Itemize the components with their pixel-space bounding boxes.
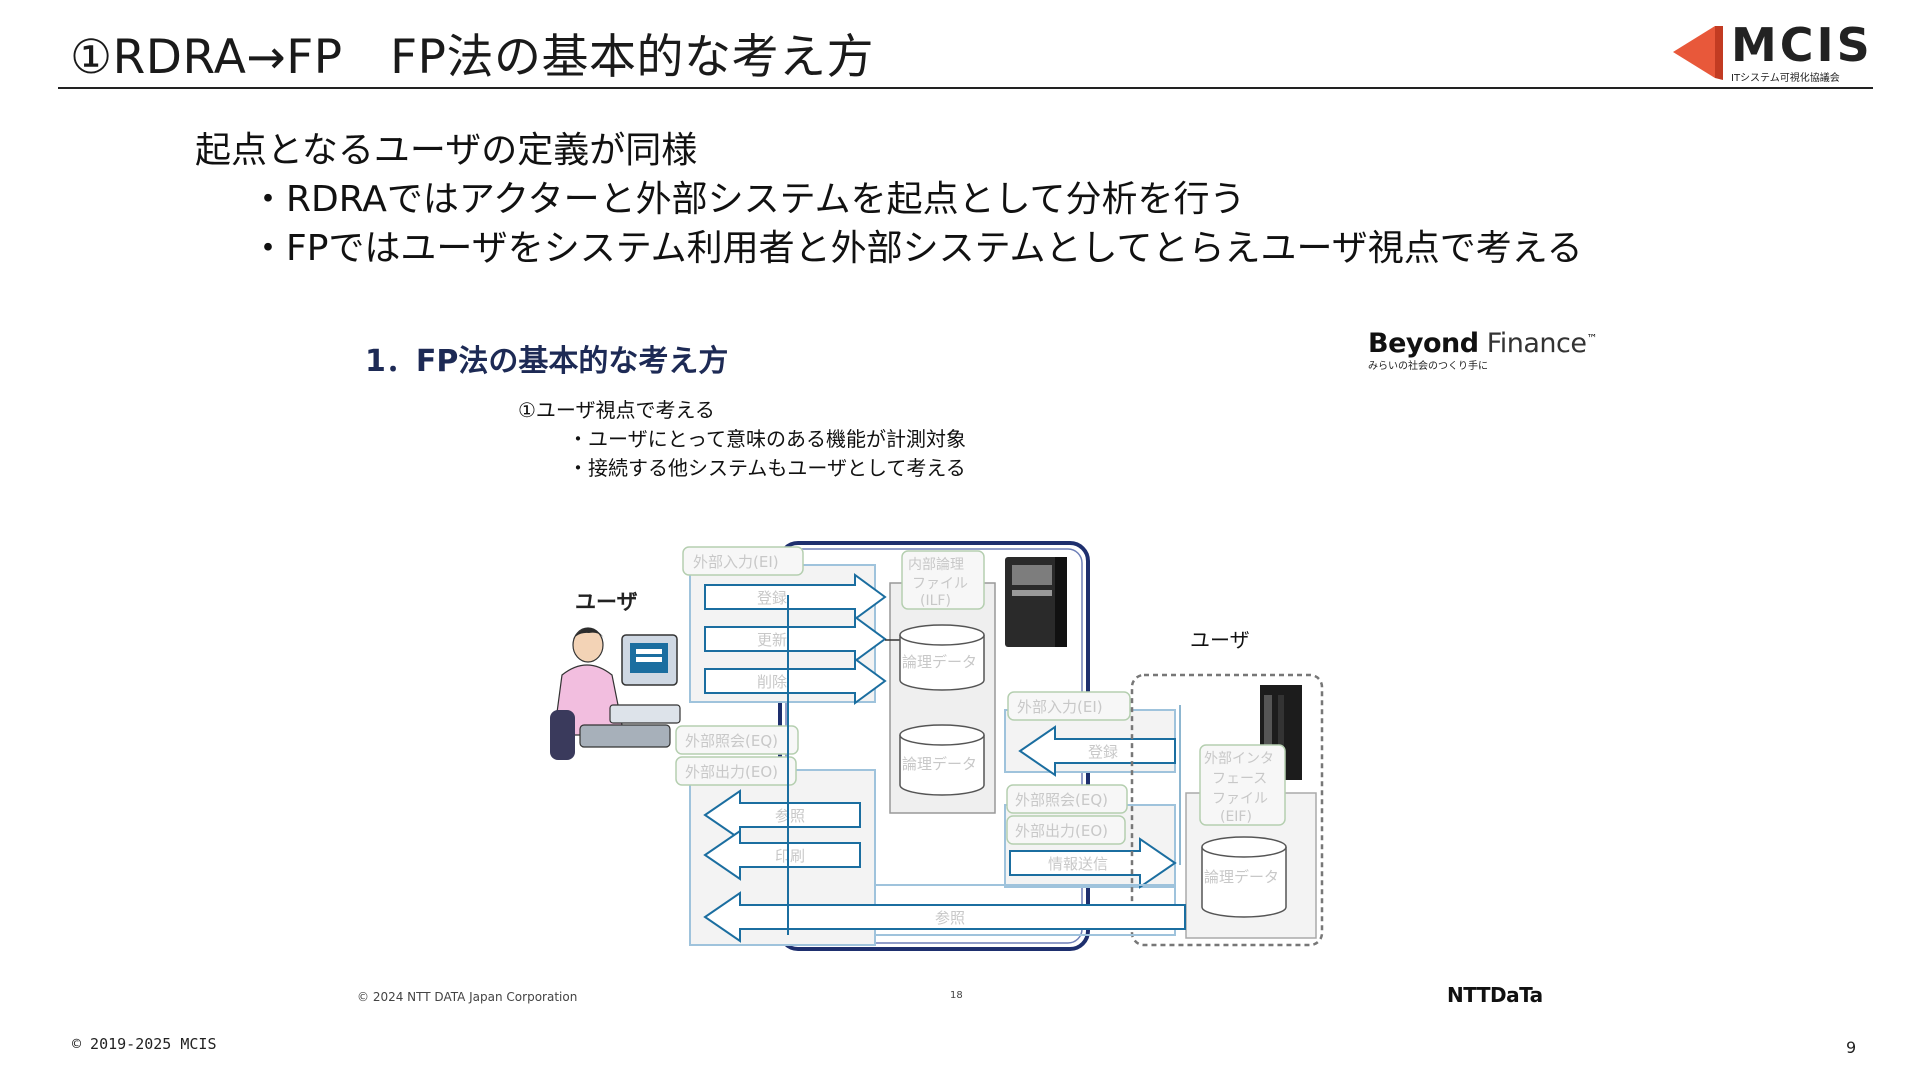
ei-arrow-register: 登録 — [704, 573, 887, 621]
external-system-boundary — [1130, 673, 1324, 947]
eq-arrow-label: 参照 — [775, 807, 805, 825]
eo-right-label: 外部出力(EO) — [1015, 822, 1108, 840]
database-1: 論理データ — [899, 624, 985, 691]
eif-label: 外部インタ — [1204, 751, 1274, 767]
eif-label: ファイル — [1212, 791, 1268, 807]
mcis-logo-mark-icon — [1673, 26, 1723, 80]
ei-right-label: 外部入力(EI) — [1017, 698, 1103, 716]
eo-arrow-label: 印刷 — [775, 847, 805, 865]
page-number: 9 — [1846, 1038, 1857, 1057]
ilf-label: (ILF) — [920, 593, 951, 609]
eo-right-arrow-label: 情報送信 — [1048, 855, 1108, 873]
eif-label-box — [1199, 744, 1286, 826]
embedded-slide-title: 1．FP法の基本的な考え方 — [365, 344, 729, 379]
ntt-data-logo: NTTDaTa — [1447, 983, 1543, 1007]
bullet-item: ・FPではユーザをシステム利用者と外部システムとしてとらえユーザ視点で考える — [250, 228, 1583, 269]
eo-right-label-box — [1006, 815, 1126, 845]
main-bullets: 起点となるユーザの定義が同様 ・RDRAではアクターと外部システムを起点として分… — [195, 126, 1583, 273]
ei-arrow-label: 登録 — [757, 589, 787, 607]
eif-label: (EIF) — [1220, 809, 1252, 825]
ei-arrow-label: 更新 — [757, 631, 787, 649]
server-tower-icon — [1005, 557, 1067, 647]
copyright: © 2019-2025 MCIS — [72, 1035, 217, 1053]
user-right-label: ユーザ — [1190, 628, 1250, 652]
db-label: 論理データ — [902, 653, 977, 671]
eif-label: フェース — [1212, 771, 1267, 787]
eq-arrow-reference: 参照 — [703, 789, 861, 841]
ei-right-arrow-register: 登録 — [1018, 725, 1176, 777]
eo-right-arrow-send: 情報送信 — [1009, 837, 1177, 889]
brand-bold: Beyond — [1368, 328, 1479, 359]
user-at-computer-icon — [550, 627, 681, 760]
eq-left-label: 外部照会(EQ) — [685, 732, 778, 750]
embedded-slide-footer: © 2024 NTT DATA Japan Corporation — [357, 990, 578, 1004]
bottom-arrow-reference: 参照 — [703, 891, 1186, 943]
ei-arrow-update: 更新 — [704, 615, 887, 663]
db-label: 論理データ — [1204, 868, 1279, 886]
db-label: 論理データ — [902, 755, 977, 773]
eo-arrow-print: 印刷 — [703, 829, 861, 881]
embedded-item: ・ユーザにとって意味のある機能が計測対象 — [568, 427, 966, 451]
eo-left-label-box — [675, 756, 797, 786]
database-3: 論理データ — [1201, 836, 1287, 918]
ei-left-label: 外部入力(EI) — [693, 553, 779, 571]
database-2: 論理データ — [899, 724, 985, 796]
slide-title: ①RDRA→FP FP法の基本的な考え方 — [70, 30, 875, 85]
eq-right-label-box — [1006, 784, 1128, 814]
bullet-lead: 起点となるユーザの定義が同様 — [195, 130, 698, 171]
ilf-label: ファイル — [912, 576, 968, 592]
ei-right-arrow-label: 登録 — [1088, 743, 1118, 761]
brand-tagline: みらいの社会のつくり手に — [1368, 361, 1488, 372]
logo-text: MCIS — [1731, 18, 1873, 72]
ei-right-label-box — [1007, 691, 1131, 721]
embedded-slide-text: ①ユーザ視点で考える ・ユーザにとって意味のある機能が計測対象 ・接続する他シス… — [518, 396, 966, 483]
ei-left-label-box — [682, 546, 804, 576]
bullet-item: ・RDRAではアクターと外部システムを起点として分析を行う — [250, 179, 1246, 220]
eo-left-label: 外部出力(EO) — [685, 763, 778, 781]
ilf-label: 内部論理 — [908, 557, 964, 573]
brand-light: Finance — [1486, 328, 1587, 359]
user-left-label: ユーザ — [575, 590, 638, 614]
embedded-lead: ①ユーザ視点で考える — [518, 398, 715, 422]
ei-arrow-delete: 削除 — [704, 657, 887, 705]
beyond-finance-logo: Beyond Finance™ みらいの社会のつくり手に — [1368, 328, 1597, 372]
title-divider — [58, 87, 1873, 89]
ei-arrow-label: 削除 — [757, 673, 787, 691]
eq-left-label-box — [675, 725, 799, 755]
embedded-item: ・接続する他システムもユーザとして考える — [568, 456, 966, 480]
brand-tm: ™ — [1586, 332, 1597, 345]
fp-diagram: 外部入力(EI) 登録 更新 削除 内部論理 ファイル (ILF) 論理データ … — [550, 541, 1324, 951]
eq-right-label: 外部照会(EQ) — [1015, 791, 1108, 809]
ilf-label-box — [901, 550, 985, 610]
embedded-slide-page: 18 — [950, 990, 963, 1001]
mcis-logo: MCIS ITシステム可視化協議会 — [1665, 18, 1875, 84]
logo-subtext: ITシステム可視化協議会 — [1731, 73, 1840, 84]
bottom-arrow-label: 参照 — [935, 909, 965, 927]
